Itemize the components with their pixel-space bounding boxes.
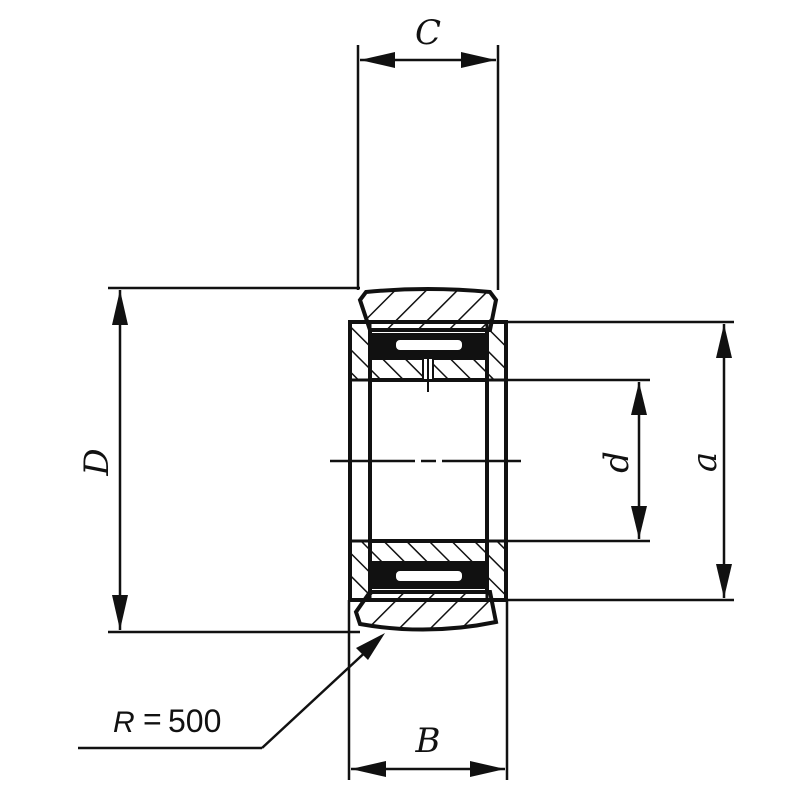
dimension-c: C [356,13,500,290]
radius-value: 500 [168,703,221,739]
bearing-section [330,287,521,632]
dimension-a: a [505,320,734,602]
radius-symbol: R [113,706,135,739]
radius-equals: = [143,701,162,737]
dimension-a-label: a [685,452,725,472]
dimension-c-label: C [415,13,441,53]
dimension-d-inner-label: d [597,451,637,473]
dimension-d-inner: d [505,378,650,543]
dimension-b-label: B [415,721,441,761]
radius-callout: R = 500 [78,633,385,750]
dimension-d-outer: D [77,286,360,634]
dimension-b: B [347,600,509,780]
dimension-d-outer-label: D [77,448,117,476]
